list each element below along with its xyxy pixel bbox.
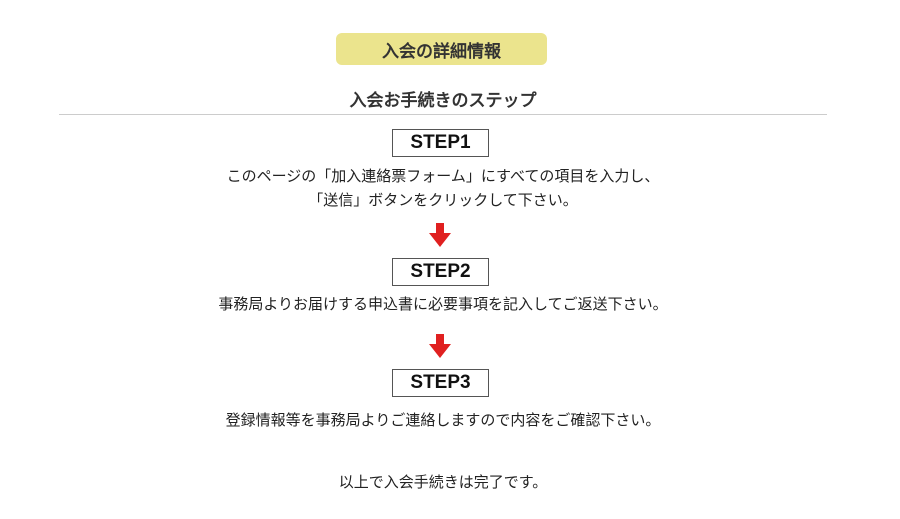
step2-description: 事務局よりお届けする申込書に必要事項を記入してご返送下さい。 xyxy=(0,292,886,316)
step2-label-box: STEP2 xyxy=(392,258,489,286)
steps-heading: 入会お手続きのステップ xyxy=(349,91,537,111)
completion-message: 以上で入会手続きは完了です。 xyxy=(338,473,548,491)
section-title-badge: 入会の詳細情報 xyxy=(336,33,547,65)
step3-label-box: STEP3 xyxy=(392,369,489,397)
step3-description-line1: 登録情報等を事務局よりご連絡しますので内容をご確認下さい。 xyxy=(225,411,661,429)
arrow-down-icon xyxy=(429,223,451,247)
arrow-down-icon xyxy=(429,334,451,358)
step1-label: STEP1 xyxy=(410,132,471,153)
step1-description: このページの「加入連絡票フォーム」にすべての項目を入力し、 「送信」ボタンをクリ… xyxy=(0,164,886,212)
step1-label-box: STEP1 xyxy=(392,129,489,157)
step1-description-line2: 「送信」ボタンをクリックして下さい。 xyxy=(308,191,578,209)
section-title: 入会の詳細情報 xyxy=(382,41,501,62)
heading-divider xyxy=(59,114,827,115)
step3-label: STEP3 xyxy=(410,372,471,393)
step3-description: 登録情報等を事務局よりご連絡しますので内容をご確認下さい。 xyxy=(0,408,886,432)
step2-description-line1: 事務局よりお届けする申込書に必要事項を記入してご返送下さい。 xyxy=(218,295,668,313)
step1-description-line1: このページの「加入連絡票フォーム」にすべての項目を入力し、 xyxy=(226,167,660,185)
step2-label: STEP2 xyxy=(410,261,471,282)
